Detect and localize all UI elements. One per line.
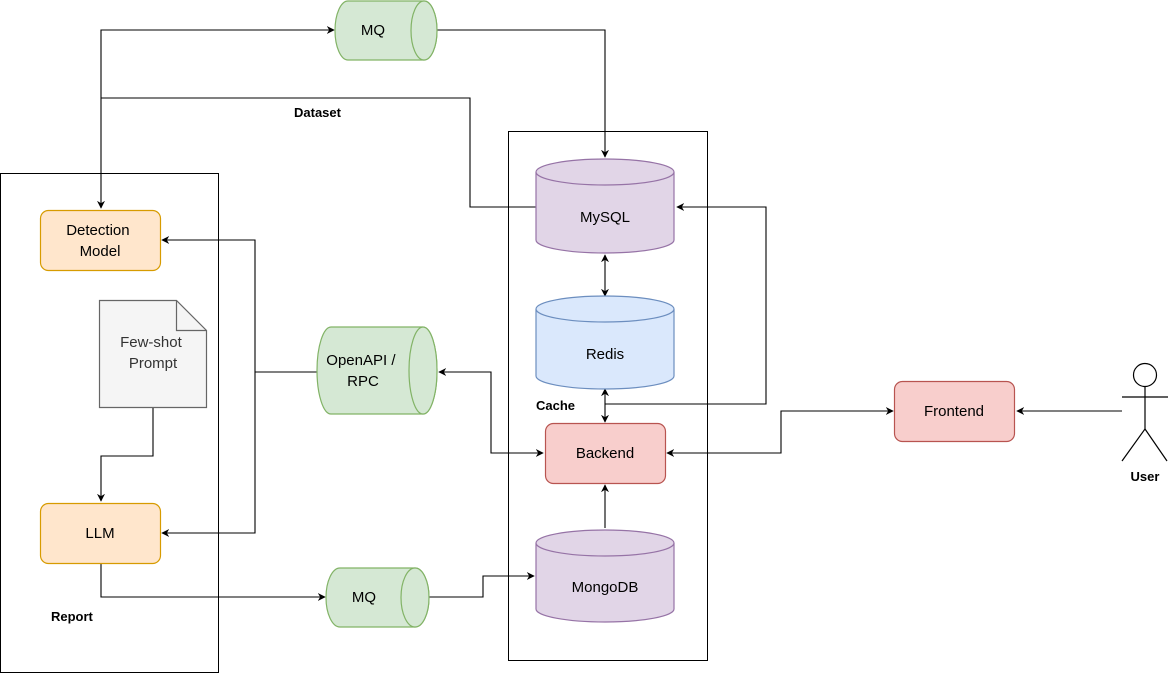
redis-label: Redis	[586, 346, 624, 363]
backend-label: Backend	[576, 445, 634, 462]
mq-top-label: MQ	[361, 22, 385, 39]
few-shot-prompt-document[interactable]: Few-shot Prompt	[98, 299, 208, 409]
mongodb-label: MongoDB	[572, 579, 639, 596]
edge-llm-to-mq-bottom	[100, 563, 326, 601]
edge-mysql-dataset-to-report	[101, 97, 536, 208]
llm-node[interactable]: LLM	[39, 502, 162, 565]
mq-top-queue[interactable]: MQ	[334, 0, 438, 61]
openapi-rpc-label: OpenAPI / RPC	[326, 352, 399, 390]
few-shot-prompt-label: Few-shot Prompt	[120, 334, 186, 372]
backend-node[interactable]: Backend	[544, 422, 667, 485]
edge-mq-top-to-mysql	[437, 29, 609, 158]
mysql-label: MySQL	[580, 209, 630, 226]
frontend-label: Frontend	[924, 403, 984, 420]
edge-detection-to-mq-top	[97, 26, 335, 209]
frontend-node[interactable]: Frontend	[893, 380, 1016, 443]
edge-prompt-to-llm	[97, 407, 154, 502]
user-actor-icon[interactable]	[1121, 362, 1168, 462]
detection-model-node[interactable]: Detection Model	[39, 209, 162, 272]
mysql-database[interactable]: MySQL	[535, 158, 675, 254]
edge-rpc-backend	[438, 368, 544, 457]
detection-model-label: Detection Model	[66, 222, 134, 260]
report-container-label: Report	[51, 609, 94, 624]
edge-rpc-to-detection	[161, 236, 256, 372]
user-label: User	[1131, 469, 1160, 484]
mq-bottom-label: MQ	[352, 589, 376, 606]
openapi-rpc-queue[interactable]: OpenAPI / RPC	[316, 326, 438, 415]
llm-label: LLM	[85, 525, 114, 542]
edge-rpc-to-llm	[161, 372, 256, 537]
edge-mq-bottom-to-mongodb	[429, 572, 535, 598]
redis-database[interactable]: Redis	[535, 295, 675, 390]
cache-container-label: Cache	[536, 398, 575, 413]
edge-backend-to-mysql	[605, 203, 767, 405]
dataset-edge-label: Dataset	[294, 105, 342, 120]
mongodb-database[interactable]: MongoDB	[535, 529, 675, 623]
edge-frontend-backend	[666, 407, 894, 457]
mq-bottom-queue[interactable]: MQ	[325, 567, 430, 628]
